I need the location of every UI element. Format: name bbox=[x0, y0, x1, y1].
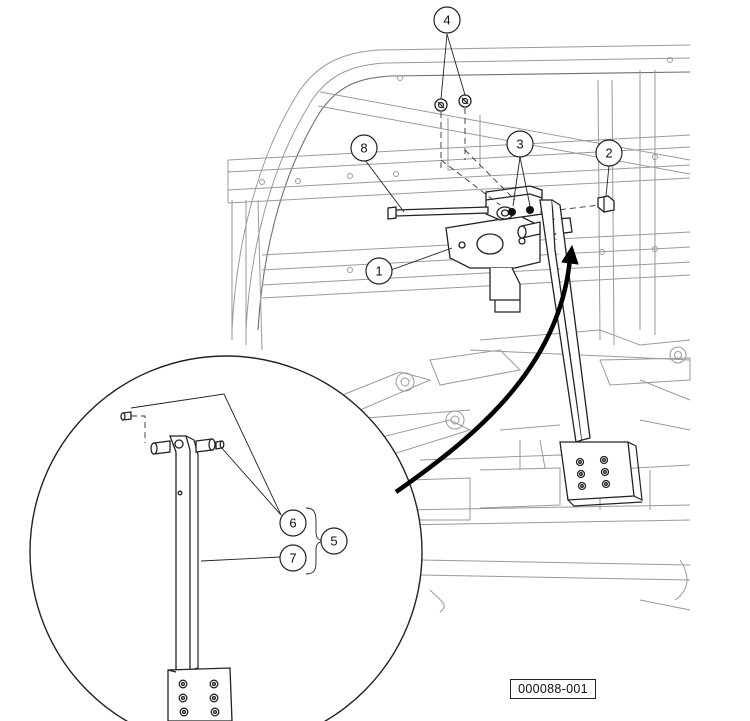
callout-2-label: 2 bbox=[605, 146, 612, 161]
callouts: 4 3 2 8 1 6 7 5 bbox=[279, 6, 623, 572]
leader-lines bbox=[130, 33, 610, 562]
detail-view bbox=[29, 355, 423, 721]
callout-1: 1 bbox=[365, 257, 393, 285]
callout-5: 5 bbox=[320, 527, 348, 555]
callout-3: 3 bbox=[506, 130, 534, 158]
callout-4: 4 bbox=[433, 6, 461, 34]
callout-7: 7 bbox=[279, 544, 307, 572]
callout-7-label: 7 bbox=[289, 551, 296, 566]
callout-1-label: 1 bbox=[375, 264, 382, 279]
callout-6: 6 bbox=[279, 509, 307, 537]
callout-6-label: 6 bbox=[289, 516, 296, 531]
figure-id-label: 000088-001 bbox=[510, 679, 596, 699]
callout-2: 2 bbox=[595, 139, 623, 167]
detail-arrow bbox=[394, 244, 579, 494]
callout-8: 8 bbox=[350, 134, 378, 162]
vehicle-frame bbox=[227, 44, 691, 613]
pedal-assembly bbox=[387, 94, 643, 507]
callout-4-label: 4 bbox=[443, 13, 450, 28]
callout-8-label: 8 bbox=[360, 141, 367, 156]
callout-5-label: 5 bbox=[330, 534, 337, 549]
callout-3-label: 3 bbox=[516, 137, 523, 152]
